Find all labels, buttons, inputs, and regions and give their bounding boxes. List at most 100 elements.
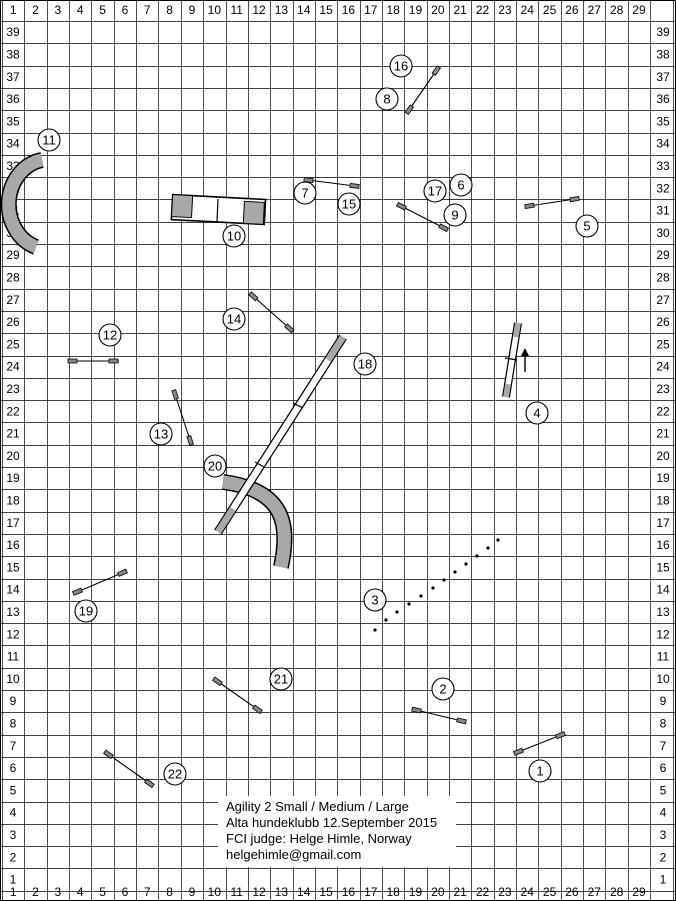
number-label: 5 [583,219,590,234]
tunnel-icon [2,153,44,254]
y-axis-label-right: 6 [660,761,667,775]
obstacle-number-12: 12 [98,323,122,347]
x-axis-label-bottom: 9 [189,885,196,899]
x-axis-label-bottom: 7 [144,885,151,899]
y-axis-label-left: 39 [6,25,20,39]
x-axis-label-top: 12 [252,3,266,17]
number-circle [222,224,246,248]
y-axis-label-right: 10 [656,672,670,686]
x-axis-label-bottom: 15 [319,885,333,899]
x-axis-label-top: 14 [297,3,311,17]
x-axis-label-bottom: 28 [610,885,624,899]
number-circle [37,128,61,152]
y-axis-label-right: 19 [656,471,670,485]
grid-axis-labels: 1122334455667788991010111112121313141415… [6,3,670,899]
obstacle-number-8: 8 [375,87,399,111]
y-axis-label-left: 14 [6,583,20,597]
x-axis-label-bottom: 24 [521,885,535,899]
obstacle-number-10: 10 [222,224,246,248]
x-axis-label-top: 4 [77,3,84,17]
obstacle-number-9: 9 [443,203,467,227]
number-circle [149,422,173,446]
y-axis-label-left: 18 [6,493,20,507]
y-axis-label-right: 33 [656,159,670,173]
y-axis-label-left: 2 [10,850,17,864]
obstacle-number-22: 22 [163,762,187,786]
x-axis-label-top: 28 [610,3,624,17]
title-line-2: Alta hundeklubb 12.September 2015 [226,815,437,830]
x-axis-label-top: 15 [319,3,333,17]
y-axis-label-left: 10 [6,672,20,686]
y-axis-label-left: 21 [6,427,20,441]
jump-icon [395,201,450,233]
y-axis-label-right: 30 [656,226,670,240]
y-axis-label-left: 5 [10,783,17,797]
x-axis-label-bottom: 10 [208,885,222,899]
x-axis-label-bottom: 8 [166,885,173,899]
x-axis-label-bottom: 3 [55,885,62,899]
number-circle [74,599,98,623]
y-axis-label-right: 1 [660,873,667,887]
y-axis-label-right: 12 [656,627,670,641]
x-axis-label-top: 17 [364,3,378,17]
y-axis-label-right: 23 [656,382,670,396]
x-axis-label-top: 22 [476,3,490,17]
number-circle [389,54,413,78]
x-axis-label-top: 27 [588,3,602,17]
x-axis-label-bottom: 18 [386,885,400,899]
y-axis-label-left: 28 [6,270,20,284]
x-axis-label-bottom: 6 [122,885,129,899]
number-label: 10 [227,229,241,244]
y-axis-label-left: 3 [10,828,17,842]
obstacle-number-4: 4 [525,401,549,425]
x-axis-label-bottom: 29 [632,885,646,899]
y-axis-label-left: 6 [10,761,17,775]
y-axis-label-right: 22 [656,404,670,418]
jump-icon [72,568,128,596]
title-block: Agility 2 Small / Medium / Large Alta hu… [218,796,456,867]
number-circle [203,454,227,478]
number-circle [423,179,447,203]
x-axis-label-bottom: 12 [252,885,266,899]
number-label: 21 [274,672,288,687]
x-axis-label-bottom: 20 [431,885,445,899]
number-circle [375,87,399,111]
y-axis-label-left: 22 [6,404,20,418]
obstacle-number-3: 3 [363,588,387,612]
obstacle-number-2: 2 [431,677,455,701]
y-axis-label-right: 7 [660,739,667,753]
x-axis-label-top: 13 [275,3,289,17]
x-axis-label-top: 19 [409,3,423,17]
number-circle [293,181,317,205]
y-axis-label-right: 20 [656,449,670,463]
obstacle-number-21: 21 [269,667,293,691]
obstacle-number-5: 5 [575,214,599,238]
number-label: 1 [536,764,543,779]
tyre-table-icon [170,193,267,226]
y-axis-label-left: 13 [6,605,20,619]
y-axis-label-right: 36 [656,92,670,106]
number-circle [431,677,455,701]
y-axis-label-right: 3 [660,828,667,842]
y-axis-label-left: 29 [6,248,20,262]
number-label: 15 [342,197,356,212]
y-axis-label-left: 27 [6,293,20,307]
y-axis-label-right: 4 [660,806,667,820]
number-circle [528,759,552,783]
y-axis-label-left: 35 [6,114,20,128]
seesaw-icon [502,322,529,398]
x-axis-label-top: 6 [122,3,129,17]
x-axis-label-bottom: 4 [77,885,84,899]
x-axis-label-top: 5 [99,3,106,17]
y-axis-label-right: 25 [656,337,670,351]
y-axis-label-left: 16 [6,538,20,552]
x-axis-label-top: 2 [32,3,39,17]
obstacle-number-16: 16 [389,54,413,78]
y-axis-label-left: 25 [6,337,20,351]
jump-icon [248,291,295,334]
number-label: 7 [301,186,308,201]
obstacle-number-14: 14 [222,307,246,331]
y-axis-label-right: 28 [656,270,670,284]
x-axis-label-bottom: 13 [275,885,289,899]
